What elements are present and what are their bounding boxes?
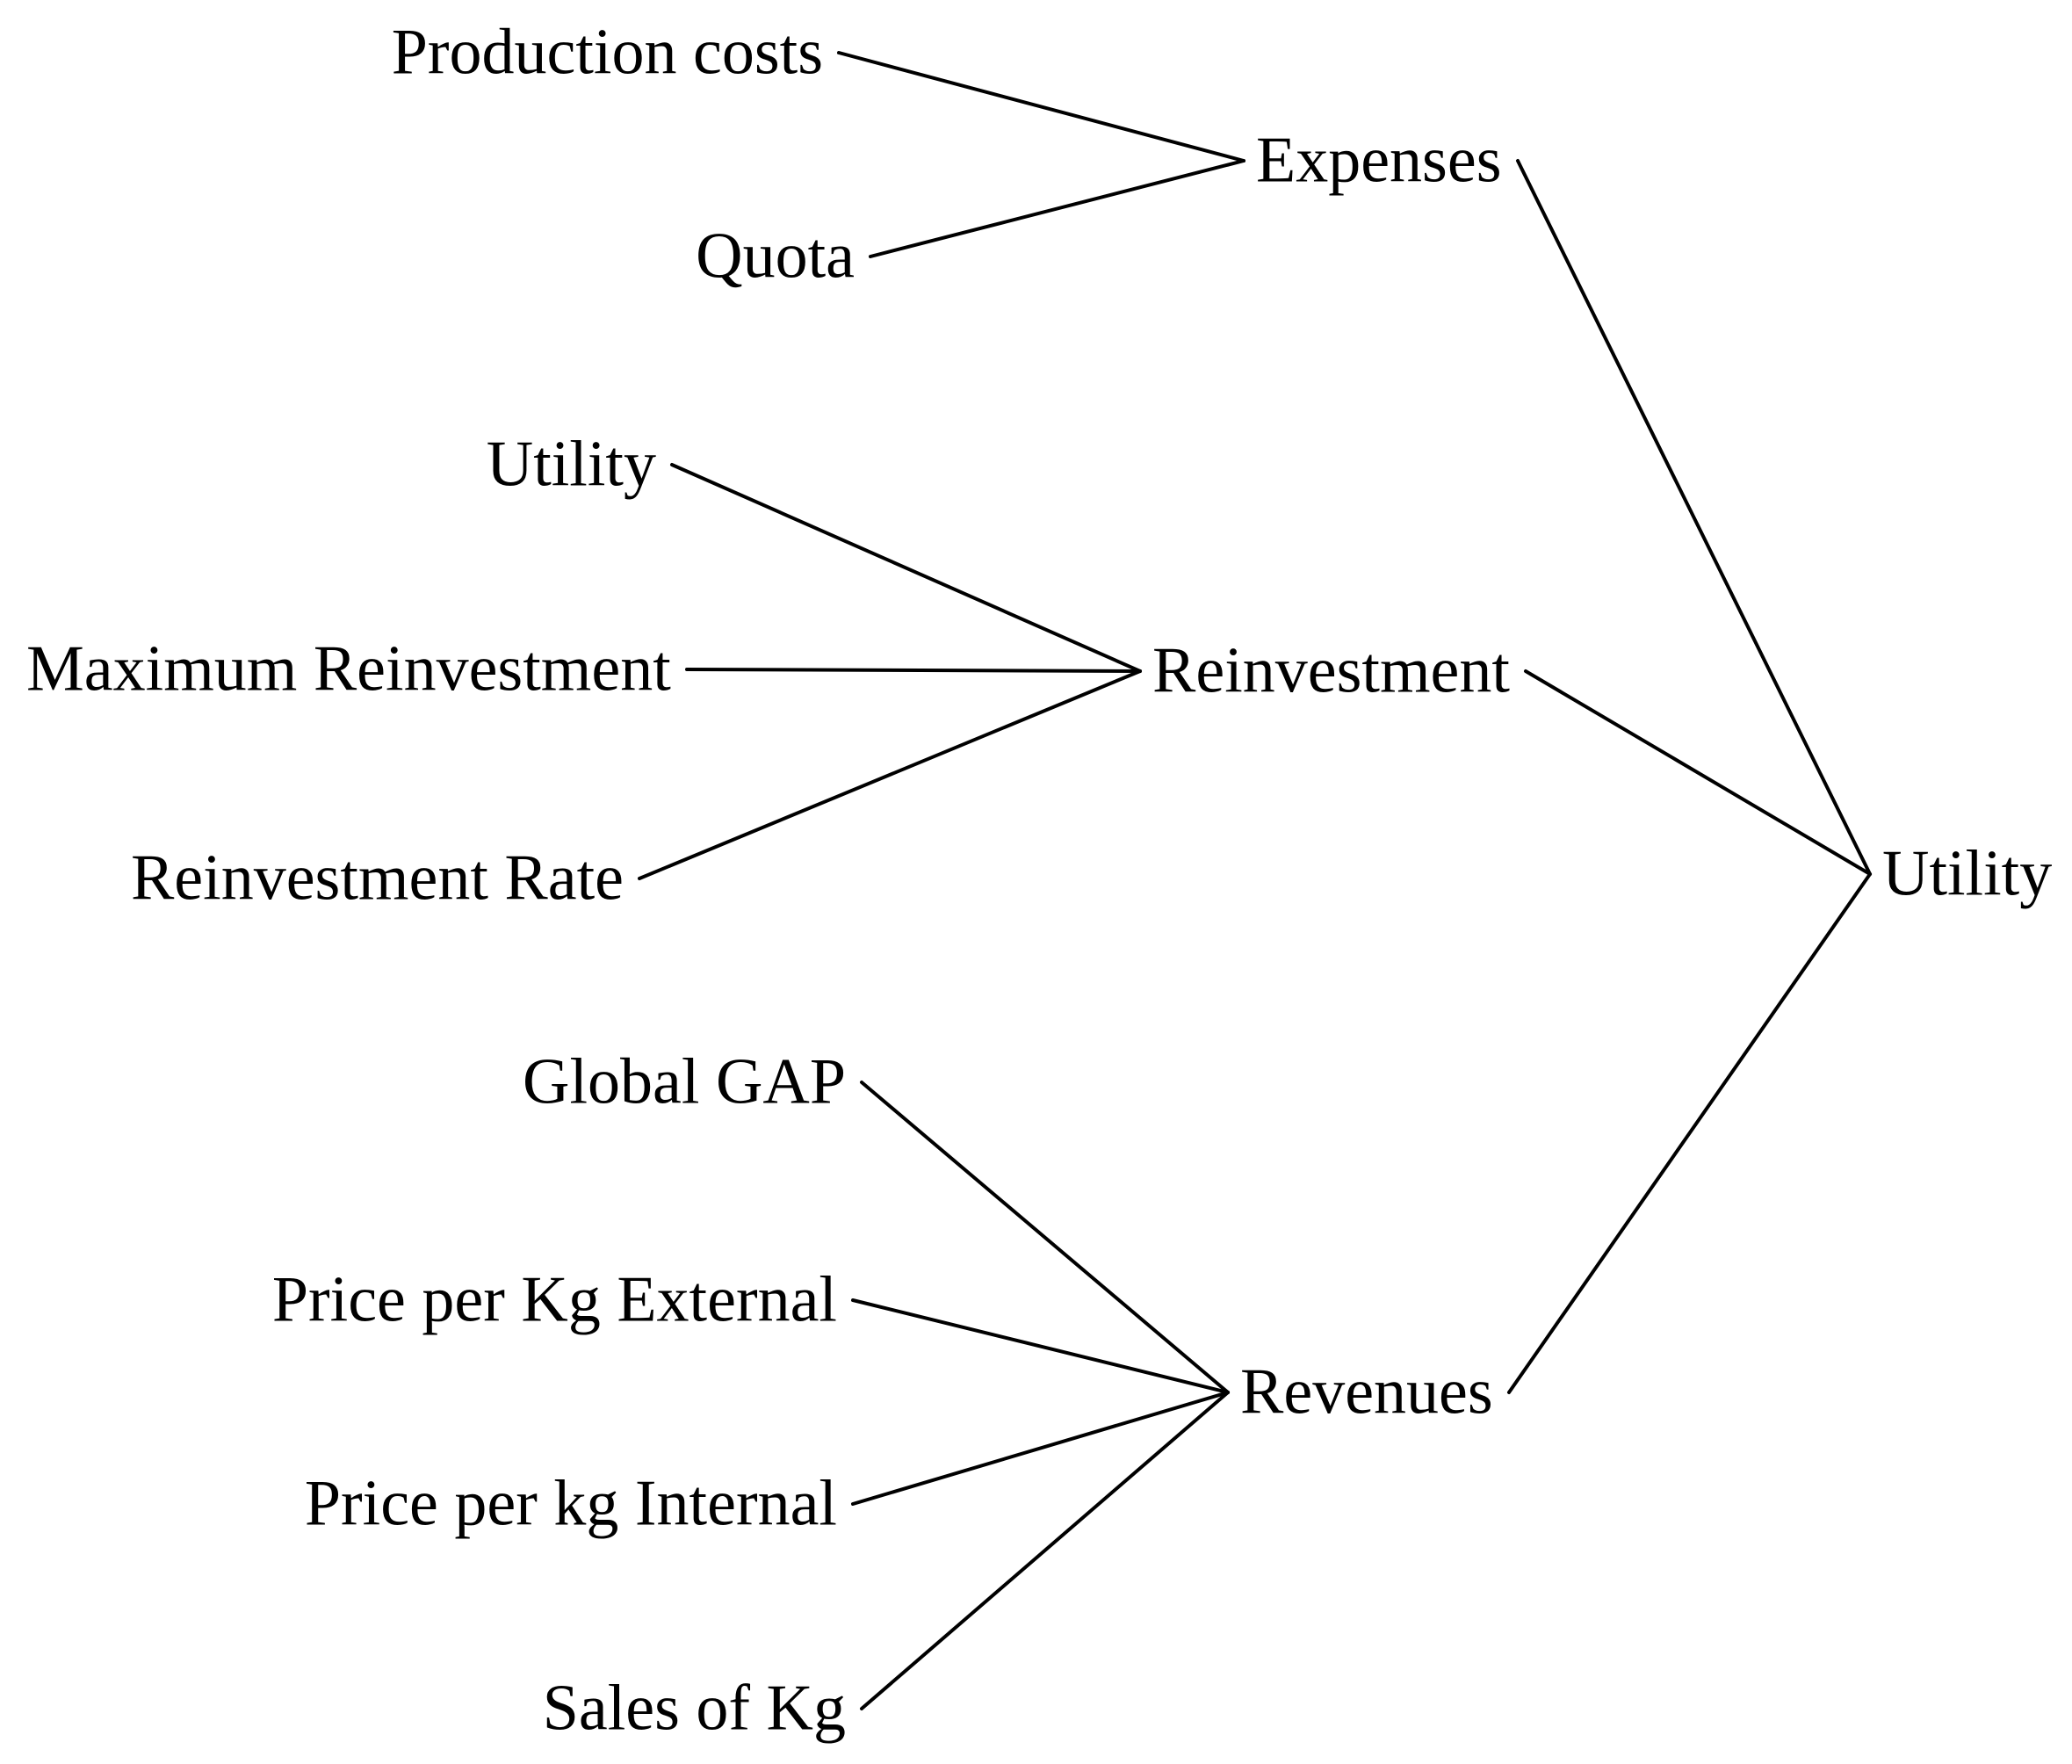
node-price-per-kg-external: Price per Kg External — [271, 1263, 837, 1336]
node-reinvestment: Reinvestment — [1152, 634, 1510, 707]
node-expenses: Expenses — [1256, 124, 1502, 197]
edge-global-gap-to-revenues — [860, 1081, 1230, 1394]
node-price-per-kg-internal: Price per kg Internal — [304, 1467, 837, 1540]
node-production-costs: Production costs — [391, 16, 823, 89]
node-quota: Quota — [696, 220, 855, 293]
node-reinvestment-rate: Reinvestment Rate — [130, 842, 624, 915]
edge-price-per-kg-external-to-revenues — [851, 1298, 1230, 1394]
edge-production-costs-to-expenses — [837, 51, 1245, 163]
edge-revenues-to-utility-right — [1507, 872, 1872, 1394]
edge-price-per-kg-internal-to-revenues — [851, 1391, 1230, 1506]
node-maximum-reinvestment: Maximum Reinvestment — [26, 633, 671, 705]
node-sales-of-kg: Sales of Kg — [542, 1672, 846, 1745]
node-utility-left: Utility — [486, 428, 656, 501]
edge-sales-of-kg-to-revenues — [860, 1391, 1230, 1710]
node-utility-right: Utility — [1882, 837, 2053, 910]
edge-quota-to-expenses — [869, 159, 1245, 258]
edge-maximum-reinvestment-to-reinvestment — [685, 668, 1142, 673]
edge-expenses-to-utility-right — [1516, 159, 1872, 876]
node-global-gap: Global GAP — [523, 1045, 846, 1118]
edge-reinvestment-rate-to-reinvestment — [638, 669, 1142, 880]
edge-reinvestment-to-utility-right — [1524, 669, 1872, 876]
node-revenues: Revenues — [1240, 1356, 1493, 1428]
edge-utility-left-to-reinvestment — [670, 463, 1142, 673]
